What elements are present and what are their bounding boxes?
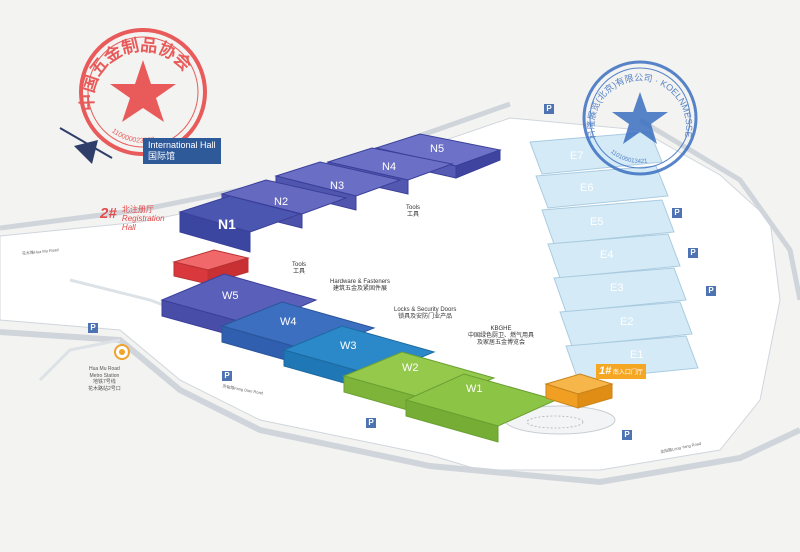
hall-e4-label: E4 [600, 249, 614, 261]
hall-w2-label: W2 [402, 362, 419, 374]
registration-en-2: Hall [121, 223, 136, 233]
zone-kbghe: KBGHE 中国绿色厨卫、燃气用具 及家居五金博览会 [468, 326, 535, 346]
registration-en-1: Registration [121, 214, 165, 224]
east-entrance-side [577, 383, 613, 409]
east-entrance-hall[interactable] [544, 373, 614, 409]
parking-icon: P [366, 418, 376, 428]
east-entrance-number: 1# [599, 365, 612, 377]
hall-e5-roof[interactable] [541, 199, 675, 245]
hall-e3-roof[interactable] [553, 267, 687, 313]
registration-cn: 北注册厅 [121, 205, 154, 214]
hall-e7-label: E7 [570, 150, 584, 162]
hall-n3-label: N3 [330, 180, 345, 192]
registration-hall-callout: 2# 北注册厅 Registration Hall [100, 205, 165, 233]
south-plaza-ring [526, 415, 584, 429]
hall-e5-label: E5 [590, 216, 604, 228]
zone-tools-west: Tools 工具 [292, 262, 307, 275]
metro-station-label: Hua Mu Road Metro Station 地铁7号线 花木路站2号口 [88, 366, 121, 392]
road-south [0, 329, 800, 486]
compass-icon [59, 127, 113, 164]
parking-icon: P [622, 430, 632, 440]
parking-icon: P [222, 371, 232, 381]
east-halls [529, 131, 699, 381]
parking-icon: P [88, 323, 98, 333]
registration-number: 2# [100, 205, 117, 222]
international-hall-badge: International Hall 国际馆 [143, 138, 221, 164]
hall-n1-front [179, 211, 251, 253]
hall-w4-label: W4 [280, 316, 297, 328]
hall-w3-label: W3 [340, 340, 357, 352]
international-hall-en: International Hall [148, 140, 216, 150]
hall-e6-label: E6 [580, 182, 594, 194]
metro-icon [114, 344, 130, 360]
zone-tools-north: Tools 工具 [406, 205, 421, 218]
parking-icon: P [544, 104, 554, 114]
parking-icon: P [672, 208, 682, 218]
north-halls [178, 133, 502, 253]
hall-n1-label: N1 [218, 216, 236, 232]
hall-w1-front [405, 399, 499, 443]
west-halls [160, 273, 558, 443]
hall-e2-roof[interactable] [559, 301, 693, 347]
zone-locks: Locks & Security Doors 锁具及安防门业产品 [394, 307, 457, 320]
hall-n4-label: N4 [382, 161, 397, 173]
hall-w1-label: W1 [466, 383, 483, 395]
hall-n2-label: N2 [274, 196, 289, 208]
hall-e3-label: E3 [610, 282, 624, 294]
hall-e4-roof[interactable] [547, 233, 681, 279]
hall-e2-label: E2 [620, 316, 634, 328]
hall-n5-label: N5 [430, 143, 445, 155]
international-hall-cn: 国际馆 [148, 150, 176, 161]
east-entrance-cn: 南入口门厅 [612, 370, 643, 376]
blue-seal-stamp: 科隆展览(北京)有限公司 · KOELNMESSE (BEIJING) CO. … [0, 0, 698, 176]
parking-icon: P [688, 248, 698, 258]
road-east [638, 117, 800, 301]
zone-hardware: Hardware & Fasteners 建筑五金及紧固件展 [330, 279, 391, 292]
hall-e1-label: E1 [630, 349, 644, 361]
red-seal-stamp: 中国五金制品协会 110000023703 [77, 28, 207, 156]
east-entrance-callout: 1# 南入口门厅 [596, 364, 646, 379]
parking-icon: P [706, 286, 716, 296]
road-metro [38, 338, 121, 382]
hall-w5-label: W5 [222, 290, 239, 302]
